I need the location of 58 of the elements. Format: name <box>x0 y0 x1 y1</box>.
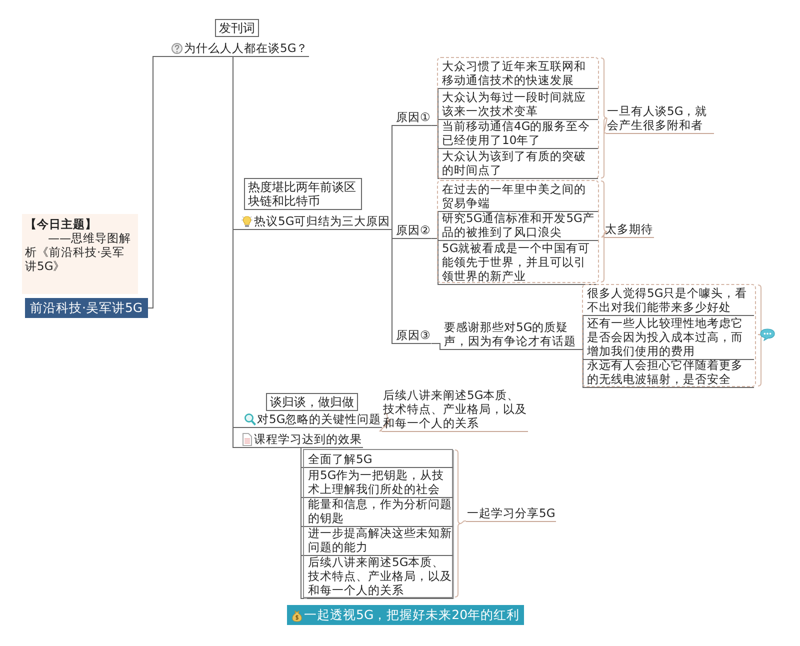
topic-text: 为什么人人都在谈5G？ <box>184 41 308 55</box>
topic-text: 还有一些人比较理性地考虑它是否会因为投入成本过高，而增加我们使用的费用 <box>587 316 744 358</box>
note-heading: 【今日主题】 <box>25 217 98 231</box>
floating-topic <box>287 605 524 625</box>
topic-text: 课程学习达到的效果 <box>254 432 362 446</box>
branch-connector <box>580 315 586 350</box>
topic-text: 后续八讲来阐述5G本质、技术特点、产业格局，以及和每一个人的关系 <box>308 555 452 597</box>
speech-bubble-icon <box>760 328 775 341</box>
summary-brace <box>758 284 764 386</box>
callout-box: 热度堪比两年前谈区块链和比特币 <box>244 178 362 210</box>
boundary-frame <box>303 449 453 598</box>
topic-text: 热议5G可归结为三大原因 <box>254 214 390 228</box>
topic-text: 很多人觉得5G只是个噱头，看不出对我们能带来多少好处 <box>587 286 748 314</box>
callout-box: 谈归谈，做归做 <box>266 393 358 411</box>
topic-text: 当前移动通信4G的服务至今已经使用了10年了 <box>442 119 592 147</box>
callout-box: 发刊词 <box>215 19 259 37</box>
boundary-frame <box>437 180 599 283</box>
topic-text: 5G就被看成是一个中国有可能领先于世界，并且可以引领世界的新产业 <box>442 241 592 283</box>
topic-text: 在过去的一年里中美之间的贸易争端 <box>442 182 587 210</box>
topic <box>240 432 363 448</box>
topic-text: 要感谢那些对5G的质疑声，因为有争论才有话题 <box>444 320 577 348</box>
branch-connector <box>390 229 396 344</box>
topic-text: 原因③ <box>396 328 430 342</box>
topic-text: 一旦有人谈5G，就会产生很多附和者 <box>607 104 708 132</box>
topic-text: 后续八讲来阐述5G本质、技术特点、产业格局，以及和每一个人的关系 <box>383 388 527 430</box>
topic-text: 原因① <box>396 110 430 124</box>
note-text: ——思维导图解析《前沿科技·吴军讲5G》 <box>25 231 132 273</box>
topic-text: 进一步提高解决这些未知新问题的能力 <box>308 526 452 554</box>
topic-text: 原因② <box>396 223 430 237</box>
branch-connector <box>430 125 442 179</box>
topic-text: 能量和信息，作为分析问题的钥匙 <box>308 497 452 525</box>
topic-text: 太多期待 <box>605 222 653 236</box>
topic-text: 用5G作为一把钥匙，从技术上理解我们所处的社会 <box>308 468 446 496</box>
topic-text: 前沿科技·吴军讲5G <box>30 300 143 315</box>
topic-text: 大众认为每过一段时间就应该来一次技术变革 <box>442 90 587 118</box>
summary-brace <box>600 180 608 282</box>
topic-text: 一起学习分享5G <box>467 506 556 520</box>
summary-brace <box>600 58 608 178</box>
boundary-frame <box>437 57 599 179</box>
topic <box>307 452 453 468</box>
central-topic <box>25 298 148 318</box>
topic-text: 大众习惯了近年来互联网和移动通信技术的快速发展 <box>442 59 587 87</box>
branch-connector <box>580 349 586 388</box>
topic-text: 研究5G通信标准和开发5G产品的被推到了风口浪尖 <box>442 211 596 239</box>
topic <box>240 214 392 230</box>
topic <box>170 41 310 57</box>
branch-connector <box>430 238 442 285</box>
topic <box>243 412 382 428</box>
topic-text: 一起透视5G，把握好未来20年的红利 <box>304 607 520 623</box>
topic-text: 对5G忽略的关键性问题 <box>257 412 382 426</box>
branch-connector <box>430 343 444 350</box>
topic-text: 全面了解5G <box>308 452 372 466</box>
branch-connector <box>390 125 396 230</box>
summary-brace <box>380 412 391 432</box>
topic-text: 大众认为该到了有质的突破的时间点了 <box>442 149 587 177</box>
topic-text: 永远有人会担心它伴随着更多的无线电波辐射，是否安全 <box>587 358 744 386</box>
branch-connector <box>147 56 170 308</box>
boundary-frame <box>582 284 756 387</box>
